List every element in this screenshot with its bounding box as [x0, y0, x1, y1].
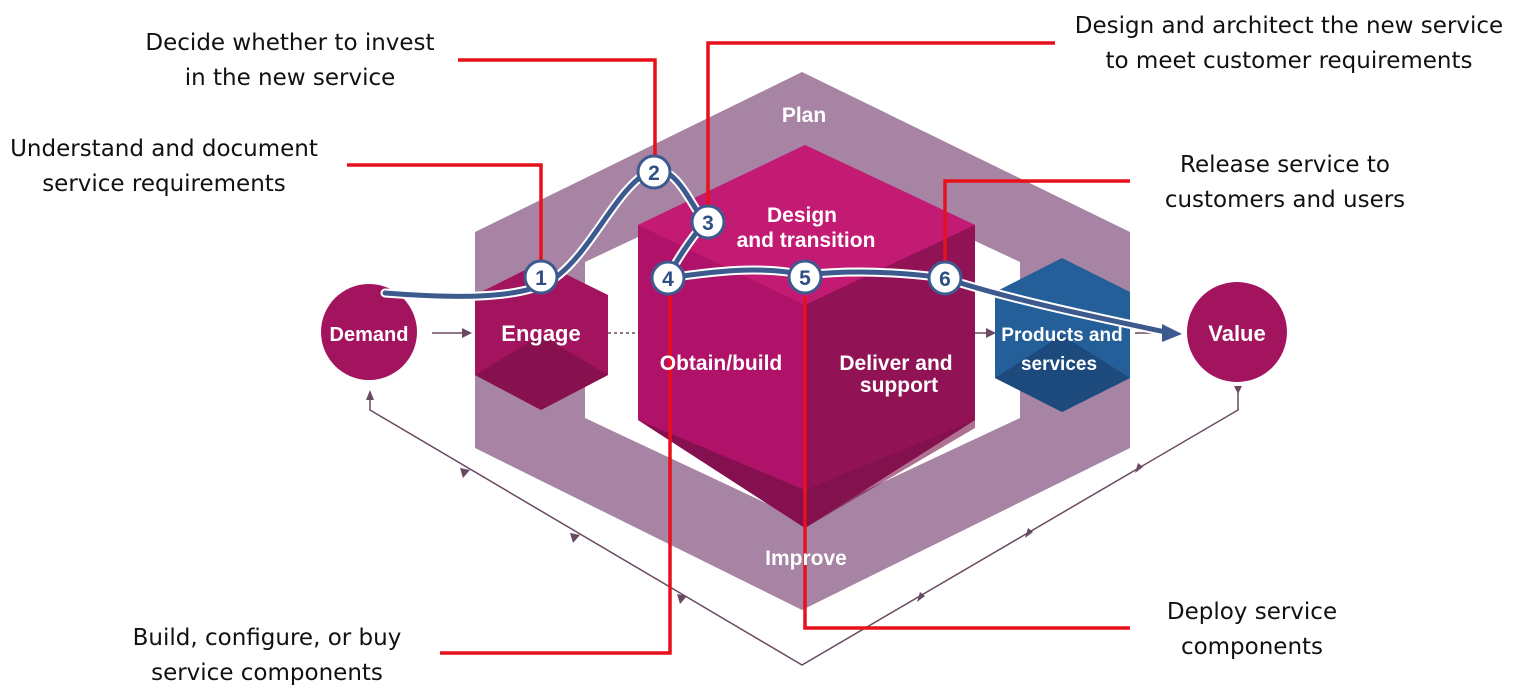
demand-circle — [321, 284, 417, 380]
callout-step2-line2: in the new service — [185, 65, 396, 91]
plan-label: Plan — [782, 104, 826, 127]
step-number-2: 2 — [648, 162, 660, 185]
step-number-1: 1 — [535, 267, 547, 290]
products-services-hexagon — [995, 258, 1130, 412]
products-services-label-1: Products and — [1001, 325, 1122, 346]
design-transition-label-1: Design — [767, 204, 837, 227]
step-marker-2: 2 — [636, 154, 672, 190]
callout-line-step6 — [943, 179, 1130, 262]
step-marker-4: 4 — [650, 260, 686, 296]
step-number-3: 3 — [702, 212, 714, 235]
callout-line-step4 — [440, 296, 672, 655]
feedback-loop — [369, 392, 1239, 666]
callout-step4-line1: Build, configure, or buy — [133, 625, 402, 651]
improve-label: Improve — [765, 547, 847, 570]
engage-label: Engage — [501, 321, 580, 346]
feedback-arrowheads — [366, 386, 1242, 604]
plan-improve-frame — [475, 72, 1130, 610]
step-marker-3: 3 — [690, 204, 726, 240]
callout-step6-line1: Release service to — [1180, 152, 1390, 178]
callout-step5-line2: components — [1181, 634, 1323, 660]
callout-step3-line1: Design and architect the new service — [1075, 13, 1503, 39]
value-label: Value — [1208, 321, 1265, 346]
step-marker-6: 6 — [927, 260, 963, 296]
callout-line-step3 — [706, 41, 1055, 210]
value-circle — [1187, 282, 1287, 382]
callout-step5-line1: Deploy service — [1167, 599, 1337, 625]
step-marker-5: 5 — [787, 259, 823, 295]
engage-hexagon — [475, 262, 608, 410]
obtain-build-label: Obtain/build — [660, 352, 782, 375]
step-number-4: 4 — [662, 268, 674, 291]
connector-arrowheads — [462, 328, 996, 338]
callout-line-step5 — [803, 296, 1130, 630]
step-number-6: 6 — [939, 268, 951, 291]
deliver-support-label-2: support — [860, 374, 938, 397]
deliver-support-label-1: Deliver and — [839, 352, 952, 375]
products-services-label-2: services — [1021, 354, 1097, 375]
callout-line-step2 — [458, 58, 657, 155]
step-marker-1: 1 — [523, 259, 559, 295]
step-number-5: 5 — [799, 267, 811, 290]
callout-line-step1 — [347, 163, 543, 262]
callout-step4-line2: service components — [151, 660, 383, 686]
callout-step6-line2: customers and users — [1165, 187, 1405, 213]
callout-lines — [347, 41, 1130, 655]
callout-step2-line1: Decide whether to invest — [145, 30, 434, 56]
callout-step1-line1: Understand and document — [10, 136, 318, 162]
callout-step1-line2: service requirements — [42, 171, 286, 197]
value-chain-arrowhead — [1162, 324, 1182, 342]
design-transition-label-2: and transition — [737, 229, 876, 252]
callout-step3-line2: to meet customer requirements — [1106, 48, 1473, 74]
demand-label: Demand — [330, 324, 409, 346]
